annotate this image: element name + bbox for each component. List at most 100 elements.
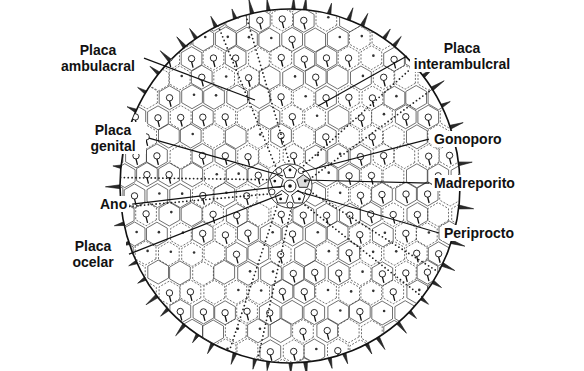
pore: [265, 240, 267, 242]
pore: [259, 194, 261, 196]
pore: [246, 19, 248, 21]
pore: [286, 152, 288, 154]
pore: [281, 249, 283, 251]
pore: [320, 149, 322, 151]
tubercle: [277, 251, 283, 257]
plate: [406, 241, 427, 265]
plate: [159, 86, 180, 110]
plate: [225, 46, 246, 70]
pore: [378, 96, 380, 98]
pore: [262, 136, 264, 138]
plate: [136, 281, 157, 305]
pore: [251, 34, 253, 36]
tubercle-spine: [349, 100, 351, 106]
granule: [193, 93, 196, 96]
granule: [294, 75, 297, 78]
granule: [237, 172, 240, 175]
pore: [224, 197, 226, 199]
tubercle: [323, 55, 329, 61]
pore: [342, 211, 344, 213]
pore: [424, 263, 426, 265]
pore: [131, 177, 133, 179]
granule: [395, 95, 398, 98]
plate: [180, 124, 201, 148]
pore: [278, 126, 280, 128]
tubercle-spine: [169, 296, 171, 302]
pore: [290, 210, 292, 212]
pore: [262, 248, 264, 250]
pore: [285, 230, 287, 232]
pore: [368, 228, 370, 230]
pore: [434, 269, 436, 271]
pore: [250, 286, 252, 288]
plate: [295, 243, 316, 267]
tubercle: [300, 212, 306, 218]
pore: [232, 339, 234, 341]
tubercle: [279, 16, 285, 22]
tubercle-spine: [192, 62, 194, 68]
tubercle: [346, 94, 352, 100]
plate: [349, 26, 370, 50]
pore: [411, 255, 413, 257]
plate: [181, 203, 202, 227]
plate: [428, 280, 449, 304]
granule: [383, 113, 386, 116]
plate: [238, 221, 259, 245]
plate: [294, 358, 315, 371]
tubercle: [346, 173, 352, 179]
part-label: Madreporito: [432, 175, 517, 191]
pore: [279, 129, 281, 131]
pore: [186, 200, 188, 202]
granule: [362, 75, 365, 78]
pore: [347, 238, 349, 240]
ocular-plate: [276, 168, 282, 174]
tubercle-spine: [371, 217, 373, 223]
plate: [372, 104, 393, 128]
pore: [428, 91, 430, 93]
granule: [136, 270, 139, 273]
tubercle-spine: [112, 159, 114, 165]
pore: [278, 261, 280, 263]
plate: [204, 241, 225, 265]
pore: [237, 324, 239, 326]
pore: [273, 110, 275, 112]
granule: [193, 251, 196, 254]
pore: [264, 139, 266, 141]
pore: [232, 196, 234, 198]
tubercle: [435, 251, 441, 257]
tubercle: [166, 95, 172, 101]
granule: [361, 270, 364, 273]
pore: [226, 47, 228, 49]
tubercle-spine: [304, 295, 306, 301]
pore: [265, 143, 267, 145]
pore: [352, 217, 354, 219]
pore: [288, 218, 290, 220]
pore: [273, 161, 275, 163]
granule: [339, 309, 342, 312]
pore: [270, 300, 272, 302]
plate: [338, 46, 359, 70]
pore: [162, 177, 164, 179]
plate: [282, 222, 303, 246]
tubercle: [357, 231, 363, 237]
tubercle: [289, 113, 295, 119]
pore: [344, 236, 346, 238]
plate: [339, 125, 360, 149]
plate: [305, 106, 326, 130]
tubercle-spine: [303, 218, 305, 224]
tubercle-spine: [349, 179, 351, 185]
plate: [361, 46, 382, 70]
plate: [193, 338, 214, 362]
tubercle: [403, 270, 409, 276]
pore: [112, 177, 114, 179]
plate: [249, 281, 270, 305]
plate: [305, 222, 326, 246]
pore: [253, 113, 255, 115]
pore: [227, 354, 229, 356]
pore: [219, 29, 221, 31]
pore: [339, 209, 341, 211]
granule: [395, 250, 398, 253]
pore: [335, 207, 337, 209]
pore: [388, 240, 390, 242]
pore: [356, 144, 358, 146]
